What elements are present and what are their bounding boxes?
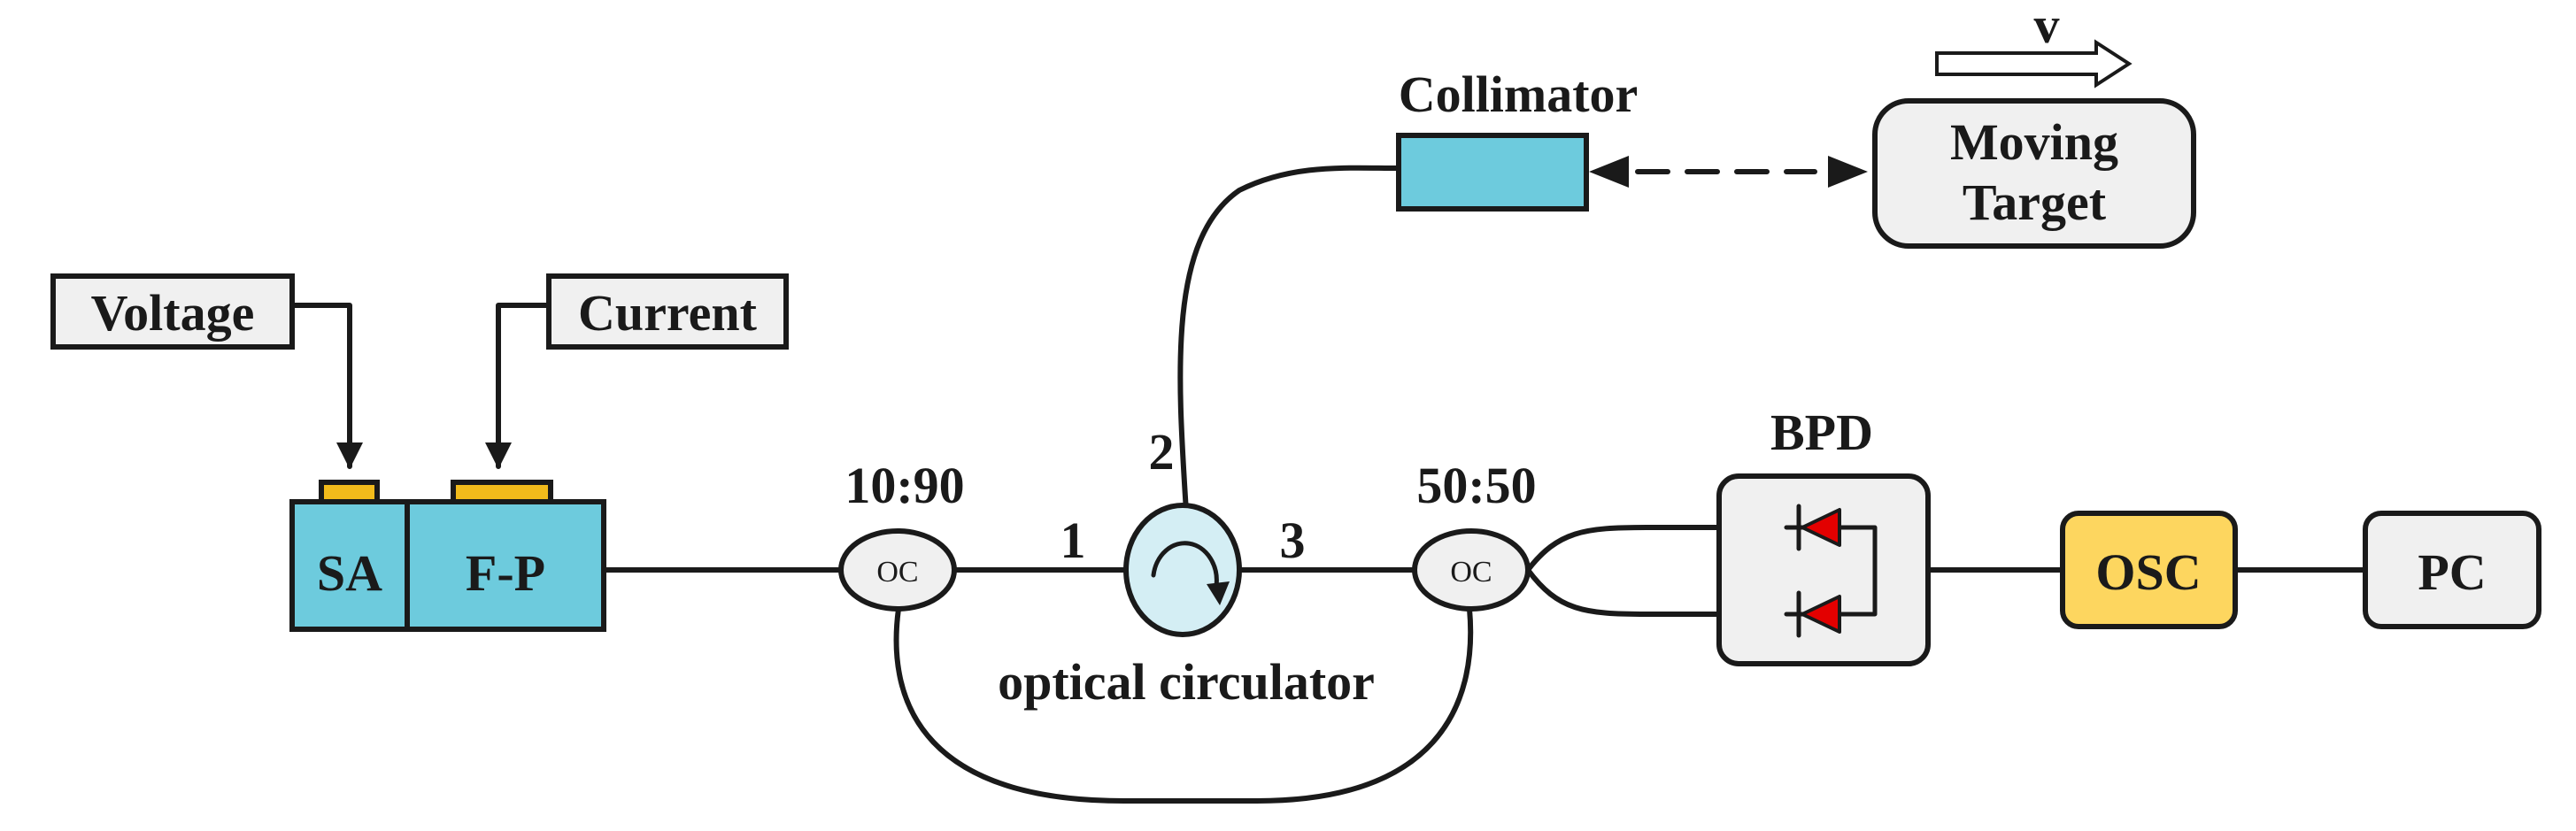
coupler-2-label: OC	[1450, 556, 1492, 589]
circulator-label: optical circulator	[998, 653, 1375, 711]
computer: PC	[2363, 511, 2541, 629]
circular-arrow-icon	[1151, 541, 1230, 605]
balanced-photodetector: BPD	[1716, 404, 1931, 666]
coupler-1-body	[838, 528, 957, 612]
current-wire	[485, 303, 551, 469]
port-1-label: 1	[1060, 512, 1086, 569]
voltage-wire	[289, 303, 363, 469]
voltage-source: Voltage	[50, 273, 295, 350]
target-box	[1872, 98, 2196, 249]
port-3-label: 3	[1280, 512, 1306, 569]
right-arrow-icon	[1935, 39, 2133, 88]
fiber-circulator-to-collimator	[1177, 165, 1401, 514]
port-2-label: 2	[1149, 423, 1175, 481]
fp-label: F-P	[466, 544, 545, 602]
photodiode-icon	[1796, 590, 1841, 638]
target-label-line2: Target	[1963, 173, 2107, 231]
oscilloscope: OSC	[2060, 511, 2238, 629]
osc-label: OSC	[2095, 543, 2201, 601]
voltage-label: Voltage	[91, 284, 255, 342]
collimator-body	[1396, 133, 1589, 212]
bpd-box	[1716, 473, 1931, 666]
sa-electrode	[319, 480, 380, 504]
moving-target: Moving Target v	[1872, 0, 2196, 249]
sa-section	[289, 499, 410, 632]
beam-arrow-left	[1589, 156, 1629, 188]
coupler-50-50: OC 50:50	[1412, 457, 1537, 612]
beam-path	[1589, 156, 1868, 188]
coupler-1-ratio: 10:90	[845, 457, 964, 514]
coupler-2-ratio: 50:50	[1416, 457, 1536, 514]
circulator-body	[1123, 503, 1242, 637]
fp-electrode	[451, 480, 553, 504]
velocity-label: v	[2034, 0, 2060, 54]
target-label-line1: Moving	[1950, 113, 2118, 171]
photodiode-icon	[1796, 504, 1841, 551]
current-box	[546, 273, 789, 350]
sa-label: SA	[317, 544, 382, 602]
beam-arrow-right	[1828, 156, 1868, 188]
fiber-to-bpd-upper	[1525, 525, 1807, 573]
fp-section	[405, 499, 606, 632]
fiber-feedback-loop	[893, 606, 1474, 804]
pc-label: PC	[2418, 543, 2486, 601]
collimator-label: Collimator	[1399, 65, 1639, 123]
fiber-to-bpd-lower	[1525, 567, 1807, 617]
osc-box	[2060, 511, 2238, 629]
bpd-label: BPD	[1770, 404, 1873, 461]
laser: SA F-P	[289, 480, 606, 632]
collimator: Collimator	[1396, 65, 1639, 212]
current-label: Current	[578, 284, 758, 342]
current-source: Current	[546, 273, 789, 350]
coupler-10-90: OC 10:90	[838, 457, 965, 612]
optical-circulator: 1 2 3 optical circulator	[998, 423, 1375, 711]
pc-box	[2363, 511, 2541, 629]
coupler-1-label: OC	[876, 556, 918, 589]
voltage-box	[50, 273, 295, 350]
